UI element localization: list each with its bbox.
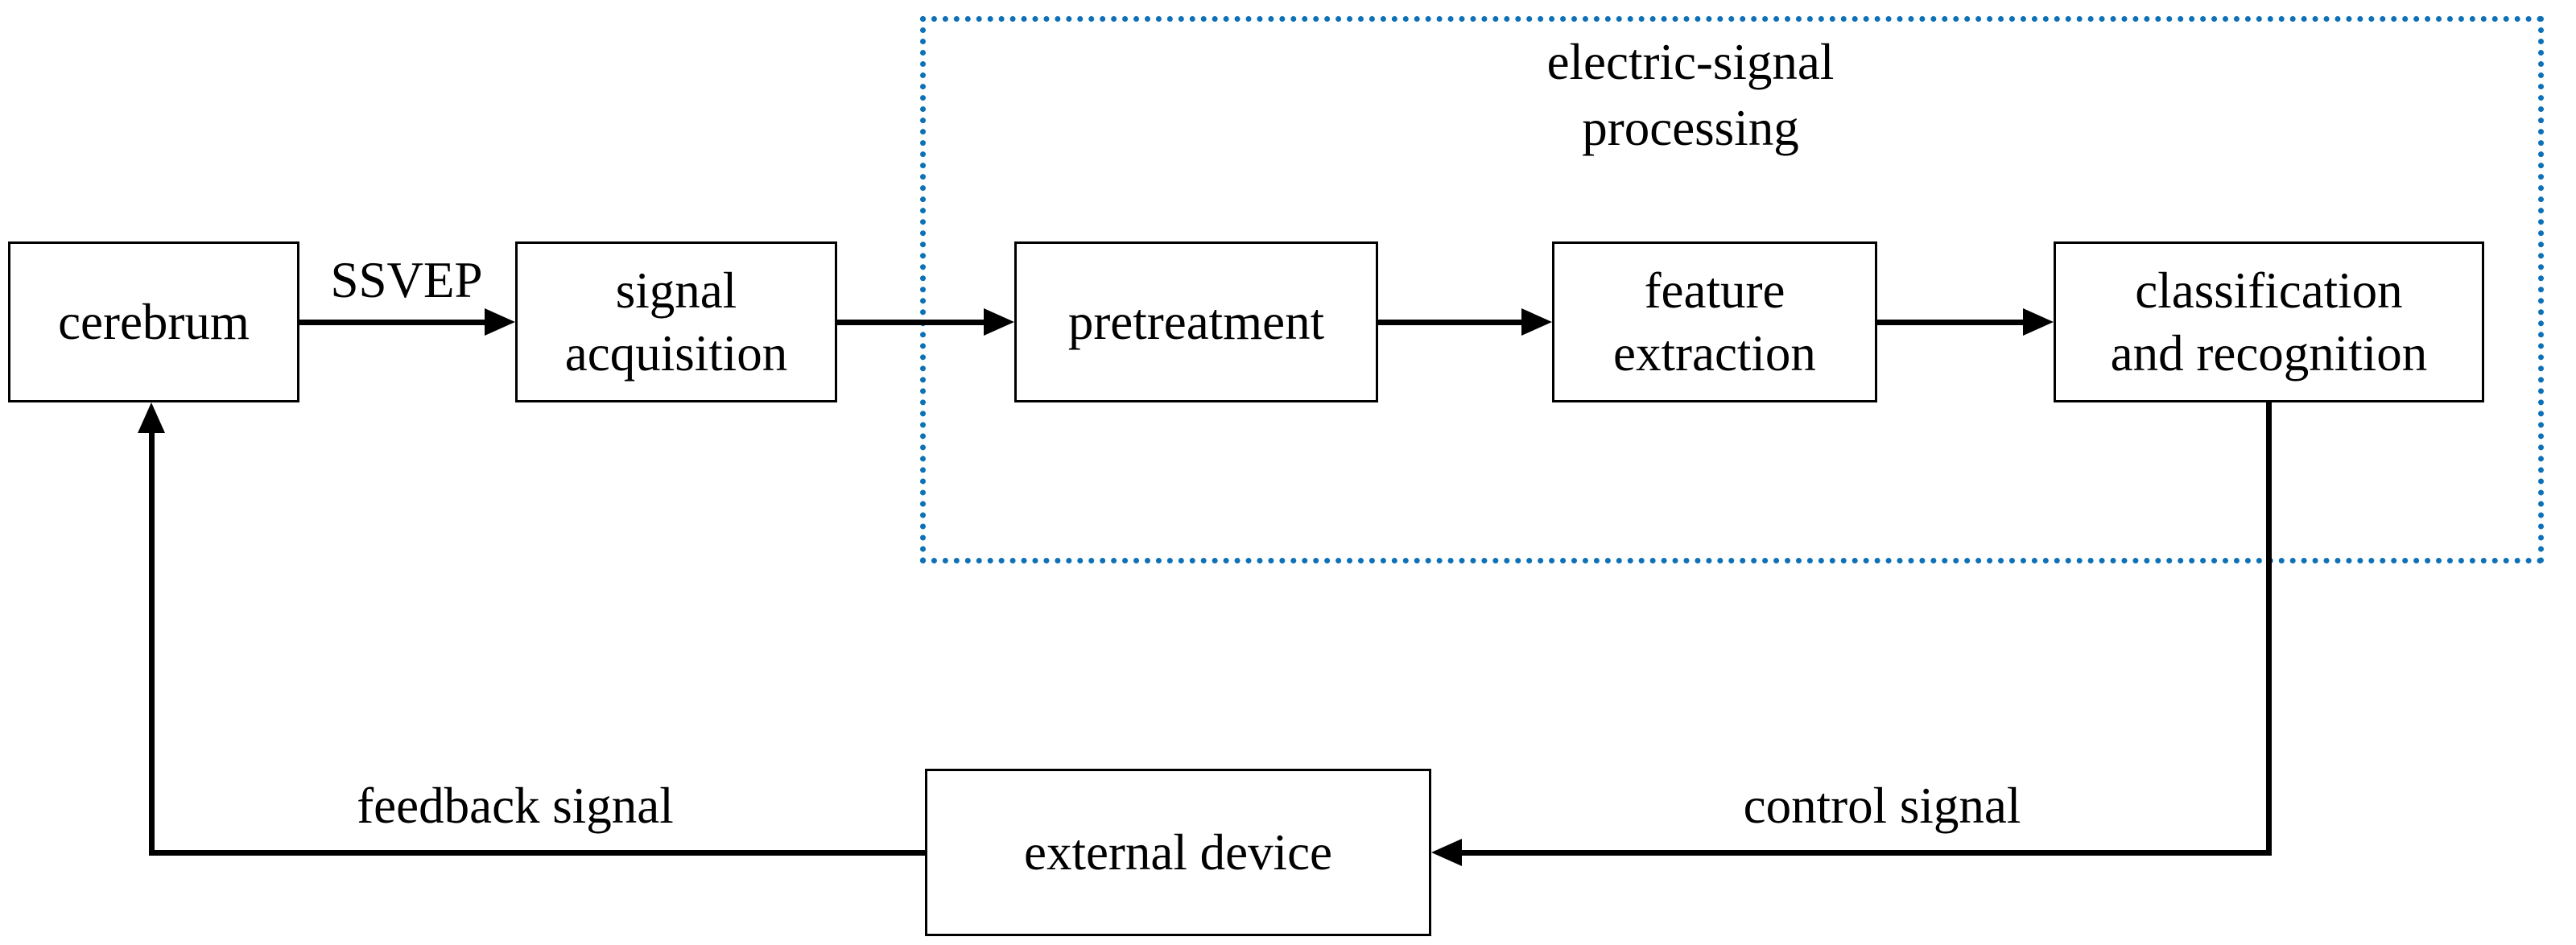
node-external-device: external device <box>925 769 1431 936</box>
group-title: electric-signal processing <box>1546 34 1835 156</box>
edge-classification-down-line <box>2266 402 2272 856</box>
edge-label-ssvep: SSVEP <box>330 252 483 308</box>
edge-label-control-signal: control signal <box>1743 778 2021 834</box>
arrowhead-right-icon <box>2023 308 2054 336</box>
node-feature-extraction: feature extraction <box>1552 241 1877 402</box>
node-cerebrum: cerebrum <box>8 241 299 402</box>
edge-label-feedback-signal: feedback signal <box>357 778 674 834</box>
edge-control-signal-line <box>1462 850 2272 856</box>
edge-pretreatment-to-feature-line <box>1378 320 1524 325</box>
node-signal-acquisition: signal acquisition <box>515 241 837 402</box>
node-pretreatment: pretreatment <box>1014 241 1378 402</box>
edge-feature-to-classification-line <box>1877 320 2025 325</box>
arrowhead-right-icon <box>485 308 515 336</box>
edge-cerebrum-to-acquisition-line <box>299 320 487 325</box>
arrowhead-right-icon <box>1521 308 1552 336</box>
node-classification-recognition: classification and recognition <box>2054 241 2484 402</box>
edge-acquisition-to-pretreatment-line <box>837 320 986 325</box>
electric-signal-processing-group-border <box>920 16 2544 563</box>
edge-feedback-up-line <box>149 433 155 856</box>
arrowhead-left-icon <box>1431 839 1462 866</box>
arrowhead-up-icon <box>138 402 165 433</box>
arrowhead-right-icon <box>984 308 1014 336</box>
edge-feedback-signal-line <box>149 850 925 856</box>
